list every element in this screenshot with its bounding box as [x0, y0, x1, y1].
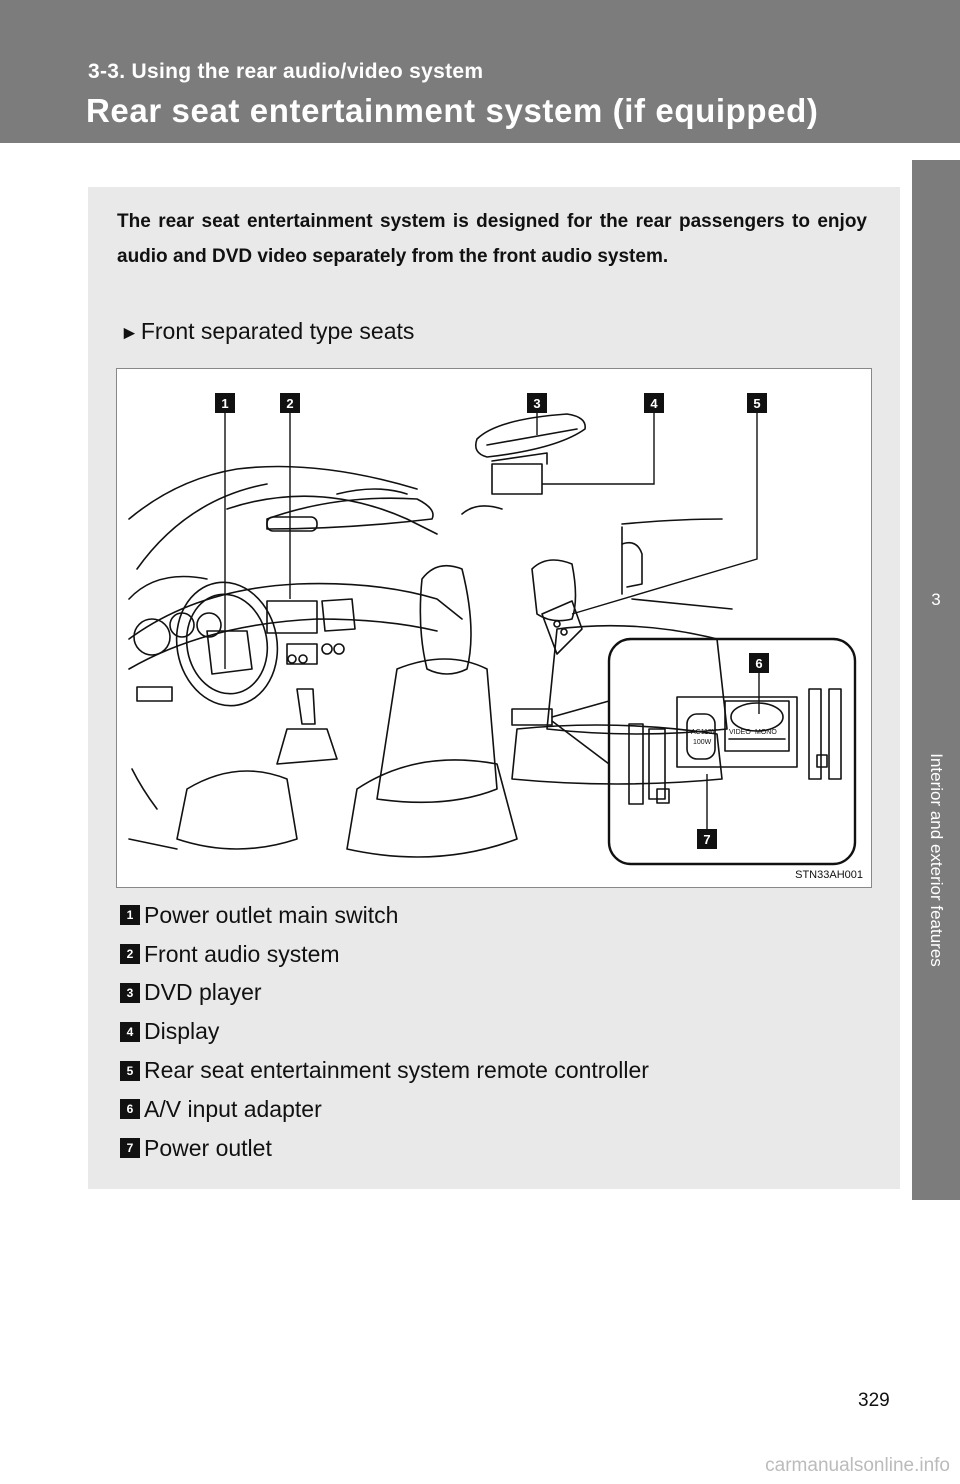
legend-item: 6 A/V input adapter — [120, 1090, 649, 1129]
legend-item: 3 DVD player — [120, 974, 649, 1013]
legend-item: 5 Rear seat entertainment system remote … — [120, 1051, 649, 1090]
watermark-link[interactable]: carmanualsonline.info — [765, 1455, 950, 1476]
legend-number-badge: 4 — [120, 1021, 140, 1042]
legend-number-badge: 2 — [120, 944, 140, 965]
callout-3-label: 3 — [533, 396, 540, 411]
subheading: ►Front separated type seats — [120, 318, 414, 345]
page-number: 329 — [858, 1390, 890, 1411]
legend-number-badge: 7 — [120, 1138, 140, 1159]
svg-text:VIDEO: VIDEO — [729, 729, 751, 736]
interior-line-drawing: AC115V 100W VIDEO MONO 1 2 — [128, 393, 857, 866]
subheading-text: Front separated type seats — [140, 318, 415, 344]
legend-label: Front audio system — [144, 940, 340, 967]
svg-text:MONO: MONO — [755, 729, 777, 736]
svg-text:100W: 100W — [693, 739, 712, 746]
callout-4 — [644, 393, 664, 413]
legend-item: 1 Power outlet main switch — [120, 896, 649, 935]
legend-number-badge: 5 — [120, 1060, 140, 1081]
legend-number-badge: 3 — [120, 982, 140, 1003]
chapter-number: 3 — [931, 590, 941, 609]
intro-paragraph: The rear seat entertainment system is de… — [117, 211, 867, 267]
legend-label: DVD player — [144, 979, 262, 1006]
legend-number-badge: 1 — [120, 905, 140, 926]
callout-5-label: 5 — [753, 396, 760, 411]
component-legend: 1 Power outlet main switch 2 Front audio… — [120, 896, 649, 1168]
chapter-title: Interior and exterior features — [927, 753, 946, 967]
callout-2-label: 2 — [286, 396, 293, 411]
legend-label: Power outlet main switch — [144, 901, 399, 928]
legend-number-badge: 6 — [120, 1099, 140, 1120]
arrow-right-icon: ► — [120, 323, 139, 344]
callout-7 — [697, 829, 717, 849]
section-label: 3-3. Using the rear audio/video system — [88, 60, 484, 83]
legend-label: Display — [144, 1018, 220, 1045]
callout-7-label: 7 — [703, 832, 710, 847]
legend-label: Rear seat entertainment system remote co… — [144, 1057, 649, 1084]
page-title: Rear seat entertainment system (if equip… — [86, 92, 819, 129]
callout-5 — [747, 393, 767, 413]
callout-1 — [215, 393, 235, 413]
legend-item: 4 Display — [120, 1012, 649, 1051]
legend-label: Power outlet — [144, 1134, 272, 1161]
inset-text-acv: AC115V — [691, 729, 717, 736]
callout-markers — [215, 393, 769, 849]
legend-label: A/V input adapter — [144, 1095, 322, 1122]
legend-item: 2 Front audio system — [120, 935, 649, 974]
vehicle-interior-illustration: AC115V 100W VIDEO MONO 1 2 — [116, 368, 872, 888]
callout-1-label: 1 — [221, 396, 228, 411]
callout-2 — [280, 393, 300, 413]
callout-6 — [749, 653, 769, 673]
chapter-side-tab[interactable]: 3 Interior and exterior features — [912, 160, 960, 1200]
page-header: 3-3. Using the rear audio/video system R… — [0, 0, 960, 143]
legend-item: 7 Power outlet — [120, 1129, 649, 1168]
callout-4-label: 4 — [650, 396, 658, 411]
callout-6-label: 6 — [755, 656, 762, 671]
figure-code: STN33AH001 — [795, 869, 863, 881]
callout-3 — [527, 393, 547, 413]
